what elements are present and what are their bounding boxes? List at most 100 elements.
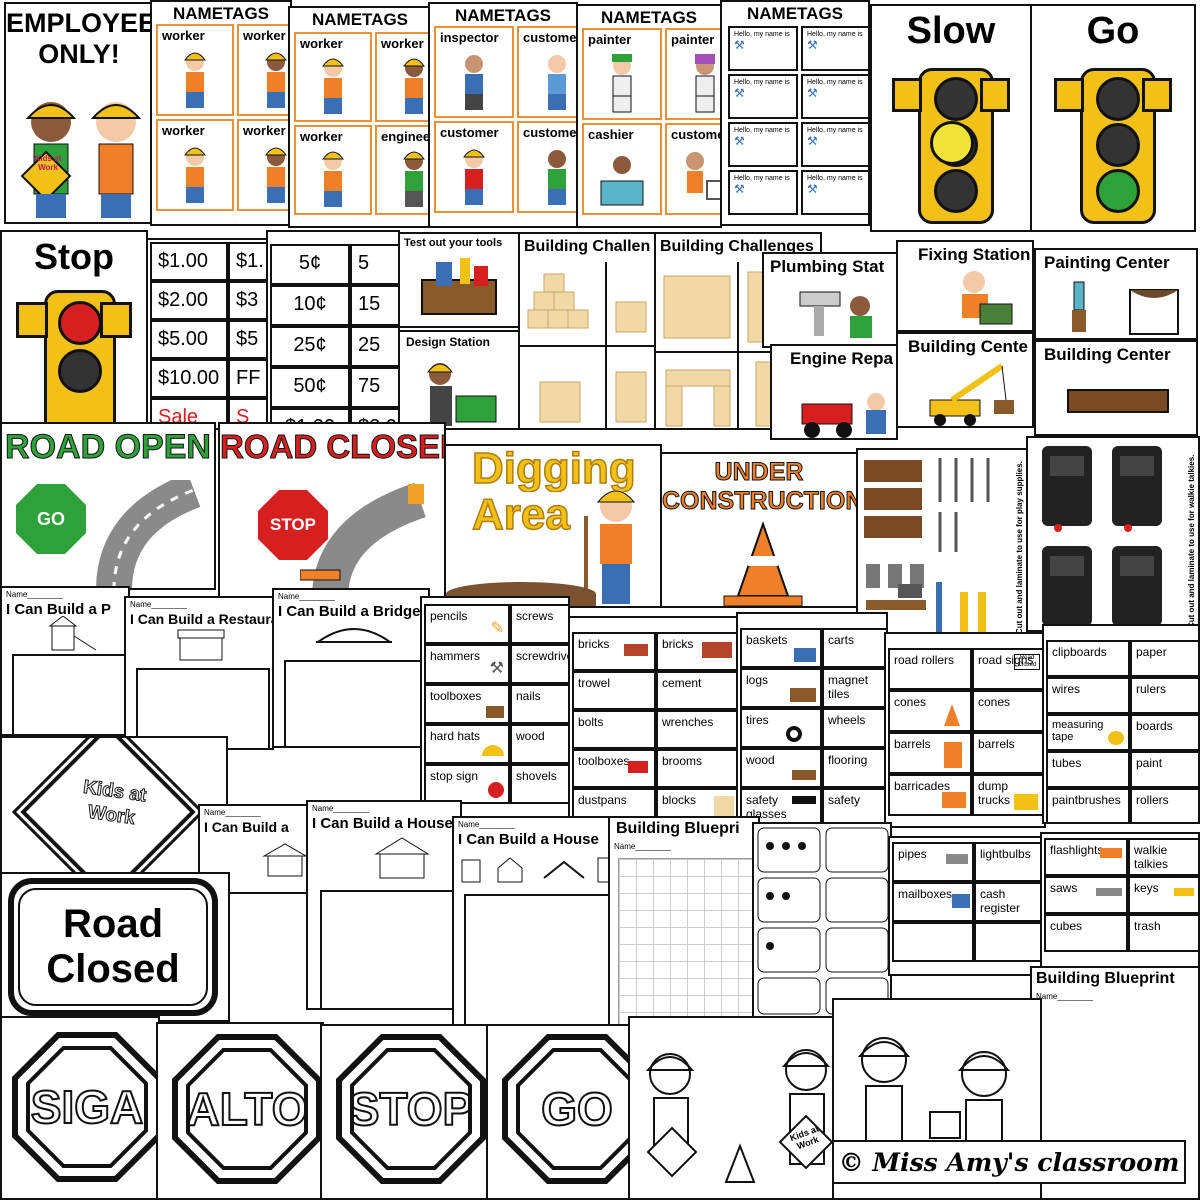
nametag-card: customer — [517, 26, 578, 118]
vocab-card-sheet-1: pencils✎ screws hammers⚒ screwdrivers to… — [420, 596, 570, 820]
vocab-card: cubes — [1044, 914, 1128, 952]
vocab-card-sheet-3: baskets carts logs magnet tiles tires wh… — [736, 612, 888, 826]
vocab-card: wheels — [822, 708, 886, 748]
digging-title-1: Digging — [471, 446, 636, 492]
engine-repair-title: Engine Repa Center — [790, 349, 896, 368]
hammer-icon: ⚒ — [807, 86, 818, 100]
light-visor-icon — [1142, 78, 1172, 112]
copyright-text: © Miss Amy's classroom — [838, 1147, 1180, 1177]
blank-nametag: Hello, my name is⚒ — [728, 122, 798, 167]
light-visor-icon — [980, 78, 1010, 112]
brick-wall-icon — [702, 642, 732, 658]
copyright-banner: © Miss Amy's classroom — [832, 1140, 1186, 1184]
coloring-page-1: Kids at Work — [628, 1016, 850, 1200]
green-lamp-on — [1096, 169, 1140, 213]
nametag-card: painter — [665, 28, 720, 120]
shopping-cart-icon — [686, 152, 720, 200]
vocab-card-sheet-6: pipes lightbulbs mailboxes cash register — [888, 836, 1044, 976]
nametag-sheet-2: NAMETAGS worker worker worker engineer — [288, 6, 432, 228]
name-line: Name________ — [614, 842, 671, 851]
vocab-label: pencils — [430, 609, 468, 623]
cone-icon — [944, 704, 960, 726]
green-lamp-off — [934, 169, 978, 213]
vocab-card: magnet tiles — [822, 668, 886, 708]
vocab-card: pencils✎ — [424, 604, 510, 644]
price-tag: $3 — [228, 281, 270, 320]
hammer-count-sheet — [752, 822, 892, 1018]
logs-icon — [790, 688, 816, 702]
vocab-card: wires — [1046, 677, 1130, 714]
planks-nails-tools-icon — [864, 458, 990, 632]
building-center-card-a: Building Cente — [896, 332, 1034, 428]
vocab-label: hard hats — [430, 729, 481, 743]
nametag-label: customer — [523, 30, 578, 45]
light-visor-icon — [1054, 78, 1084, 112]
road-open-title: ROAD OPEN — [5, 428, 212, 467]
supplies-instructions: Cut out and laminate to use for play sup… — [1015, 461, 1024, 634]
road-closed-line-1: Road — [63, 902, 163, 946]
name-line: Name________ — [1036, 992, 1093, 1001]
vocab-card: tubes — [1046, 751, 1130, 788]
vocab-label: road rollers — [894, 653, 955, 667]
vocab-label: rulers — [1136, 682, 1167, 696]
vocab-card: toolboxes — [424, 684, 510, 724]
flashlight-icon — [1100, 848, 1122, 858]
vocab-card: saws — [1044, 876, 1128, 914]
nametag-label: worker — [162, 28, 205, 43]
price-tags-sheet: $1.00 $1. $2.00 $3 $5.00 $5 $10.00 FF Sa… — [146, 238, 272, 430]
digging-title-2: Area — [471, 492, 570, 538]
vocab-label: flashlights — [1050, 843, 1104, 857]
construction-kids-icon — [20, 102, 142, 218]
name-line: Name________ — [312, 804, 369, 813]
stop-outline-label: STOP — [348, 1082, 474, 1136]
nametag-sheet-1: NAMETAGS worker worker worker worker — [150, 0, 292, 226]
vocab-card: nails — [510, 684, 568, 724]
vocab-card: paper — [1130, 640, 1198, 677]
vocab-label: bricks — [662, 637, 694, 651]
play-supplies-sheet: Cut out and laminate to use for play sup… — [856, 448, 1028, 638]
vocab-label: wires — [1052, 682, 1081, 696]
vocab-card: boards — [1130, 714, 1198, 751]
employee-title: EMPLOYEE — [6, 8, 152, 38]
vocab-card: cement — [656, 671, 738, 710]
nametag-label: worker — [300, 36, 343, 51]
vocab-card: paintbrushes — [1046, 788, 1130, 822]
coin-tag: 25¢ — [270, 326, 350, 367]
worker-kid-icon — [322, 151, 344, 207]
customer-kid-icon — [548, 150, 566, 205]
hammer-icon: ⚒ — [734, 86, 745, 100]
nametag-card: engineer — [375, 125, 430, 215]
coin-tag: 15 — [350, 285, 398, 326]
dump-truck-icon — [1014, 794, 1038, 810]
vocab-card: hard hats — [424, 724, 510, 764]
vocab-label: paintbrushes — [1052, 793, 1121, 807]
name-label: Name — [278, 592, 300, 601]
build-house-sheet: Name________ I Can Build a House — [306, 800, 462, 1010]
go-label: Go — [1086, 10, 1140, 52]
kids-coloring-icon — [645, 1049, 834, 1183]
wood-plank-icon — [1067, 389, 1169, 413]
building-blueprint-sheet: Building Bluepri Name________ — [608, 816, 760, 1032]
engine-repair-card: Engine Repa Center — [770, 344, 898, 440]
blank-nametag: Hello, my name is⚒ — [801, 122, 868, 167]
red-lamp-off — [1096, 77, 1140, 121]
light-visor-icon — [100, 302, 132, 338]
nametag-card: worker — [375, 32, 430, 122]
vocab-card: flooring — [822, 748, 886, 788]
yellow-lamp-on — [930, 121, 974, 165]
construction-title: CONSTRUCTION — [662, 487, 856, 516]
blueprint-grid — [618, 858, 758, 1030]
cashier-register-icon — [600, 156, 644, 206]
name-line: Name________ — [130, 600, 187, 609]
traffic-cone-icon — [723, 520, 803, 606]
vocab-card: walkie talkies — [1128, 838, 1198, 876]
stop-traffic-light-card: Stop — [0, 230, 148, 430]
vocab-label: screws — [516, 609, 554, 623]
nametag-card: worker — [294, 32, 372, 122]
name-label: Name — [458, 820, 480, 829]
vocab-card: shovels — [510, 764, 568, 804]
name-line: Name________ — [204, 808, 261, 817]
nametag-label: cashier — [588, 127, 634, 142]
under-construction-sign: UNDER CONSTRUCTION — [660, 452, 858, 608]
